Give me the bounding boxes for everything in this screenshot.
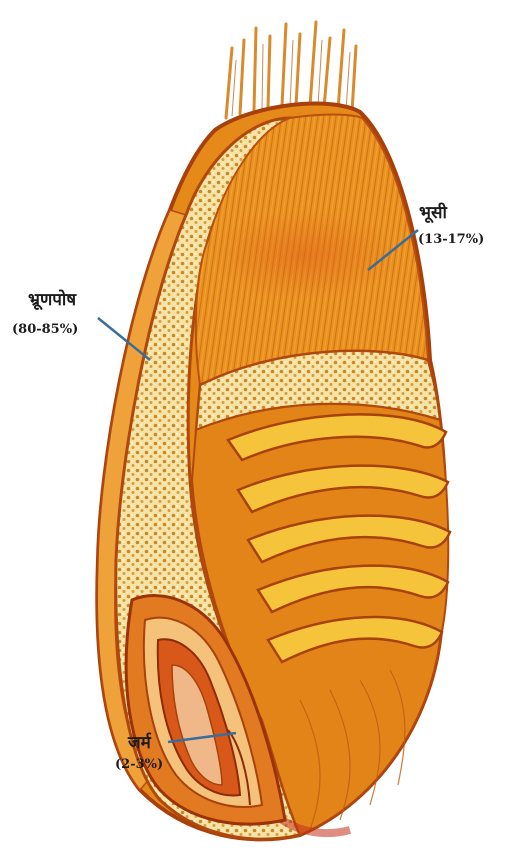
endosperm-percent: (80-85%) xyxy=(12,322,78,337)
germ-label: जर्म xyxy=(128,730,151,753)
bran-label: भूसी xyxy=(419,200,447,223)
germ-percent: (2-3%) xyxy=(115,757,163,772)
endosperm-label: भ्रूणपोष xyxy=(28,287,76,310)
bran-percent: (13-17%) xyxy=(418,232,484,247)
